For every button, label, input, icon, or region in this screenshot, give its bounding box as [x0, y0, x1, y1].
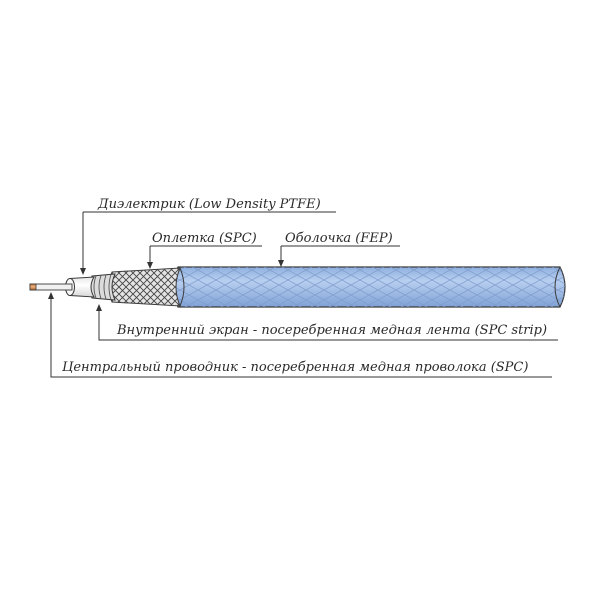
label-center-conductor: Центральный проводник - посеребренная ме… — [62, 360, 528, 375]
leader-braid — [147, 245, 262, 269]
label-jacket: Оболочка (FEP) — [285, 231, 393, 246]
label-inner-shield: Внутренний экран - посеребренная медная … — [116, 323, 547, 338]
label-braid: Оплетка (SPC) — [152, 231, 257, 246]
leader-jacket — [278, 245, 400, 267]
center-conductor — [29, 283, 73, 291]
braid-layer — [108, 267, 185, 307]
jacket-layer — [173, 266, 566, 308]
leader-center-conductor — [48, 292, 552, 378]
label-dielectric: Диэлектрик (Low Density PTFE) — [97, 197, 321, 212]
leader-dielectric — [80, 211, 336, 275]
leader-inner-shield — [96, 304, 558, 341]
